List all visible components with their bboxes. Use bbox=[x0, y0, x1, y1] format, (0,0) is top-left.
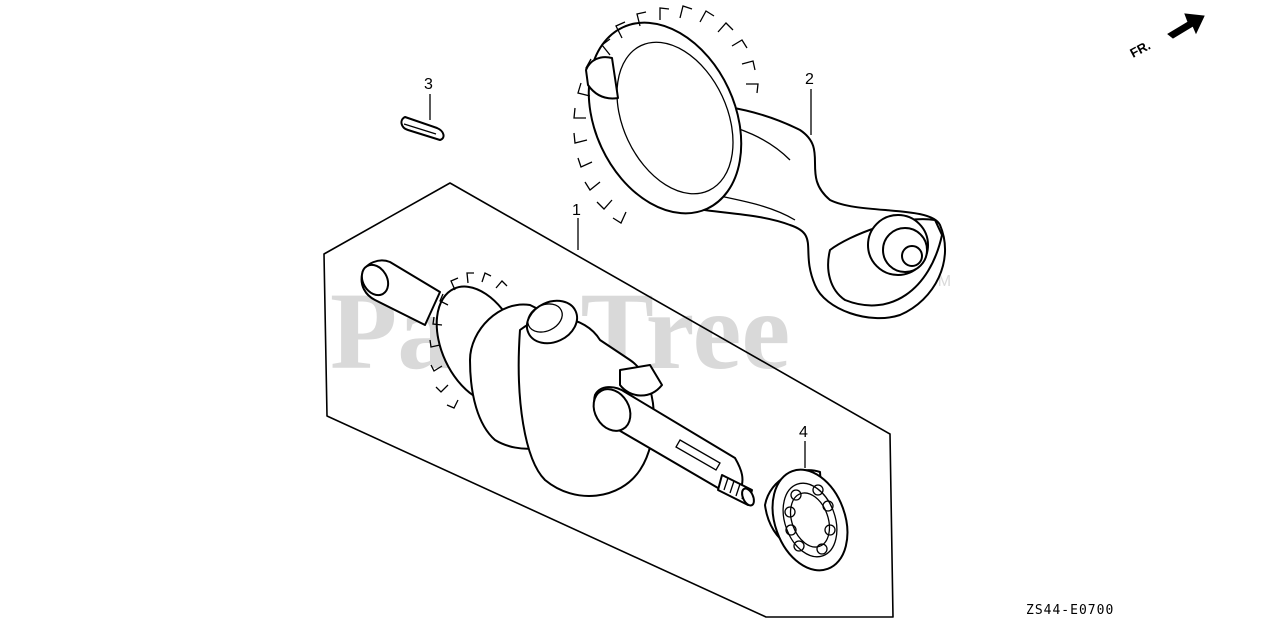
front-orientation-indicator: FR. bbox=[1127, 13, 1205, 61]
callout-leaders bbox=[429, 89, 812, 468]
callout-2: 2 bbox=[805, 71, 814, 88]
drawing-code: ZS44-E0700 bbox=[1026, 603, 1114, 618]
crankshaft-part[interactable] bbox=[357, 259, 757, 507]
callout-1: 1 bbox=[572, 202, 581, 219]
balancer-shaft-part[interactable] bbox=[559, 0, 946, 320]
callout-4: 4 bbox=[799, 424, 808, 441]
callout-3: 3 bbox=[424, 76, 433, 93]
front-arrow-icon bbox=[1167, 13, 1205, 39]
woodruff-key-part[interactable] bbox=[400, 116, 445, 141]
crankshaft-assembly-outline bbox=[323, 182, 894, 618]
front-label: FR. bbox=[1127, 38, 1153, 61]
ball-bearing-part[interactable] bbox=[759, 459, 860, 581]
